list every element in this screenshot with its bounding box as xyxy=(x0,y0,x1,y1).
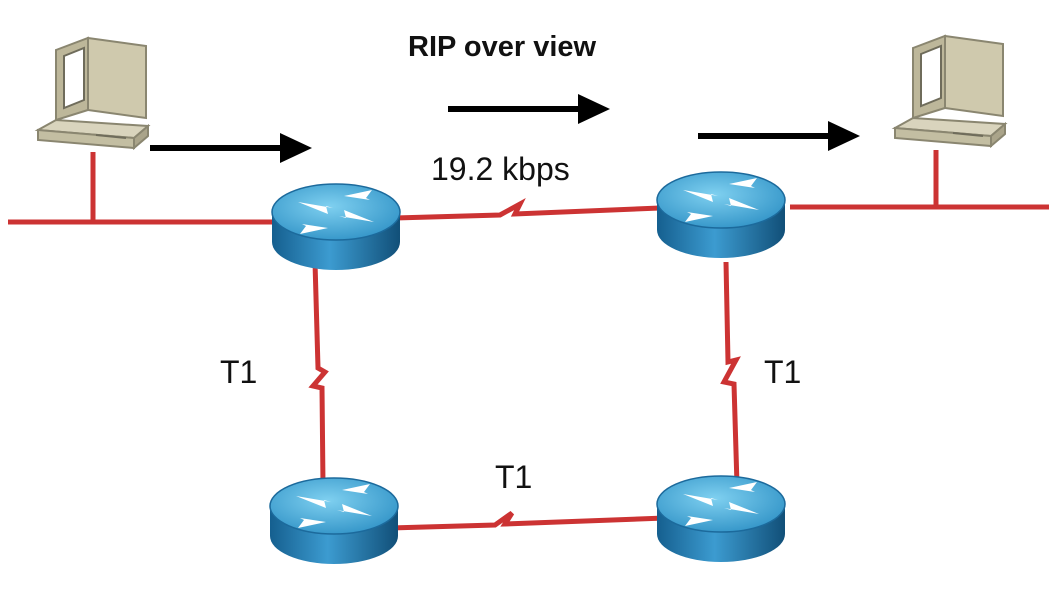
router-top-left xyxy=(271,183,401,270)
diagram-title: RIP over view xyxy=(408,31,597,63)
router-bottom-right xyxy=(656,475,786,562)
top-serial-link xyxy=(394,197,661,221)
host-left xyxy=(34,36,151,151)
router-bottom-left xyxy=(269,477,399,564)
router-top-right xyxy=(656,171,786,258)
host-right xyxy=(891,34,1008,149)
flow-arrows xyxy=(150,94,860,163)
right-arrow-icon-3 xyxy=(698,121,860,151)
bottom-serial-link xyxy=(389,510,666,531)
bottom-link-label: T1 xyxy=(495,459,532,495)
right-link-label: T1 xyxy=(764,354,801,390)
lan-segments xyxy=(8,150,1049,225)
serial-links xyxy=(308,197,741,531)
top-link-speed-label: 19.2 kbps xyxy=(431,151,570,187)
left-link-label: T1 xyxy=(220,354,257,390)
right-serial-link xyxy=(720,261,741,486)
left-serial-link xyxy=(308,261,329,486)
right-arrow-icon-2 xyxy=(448,94,610,124)
right-arrow-icon-1 xyxy=(150,133,312,163)
